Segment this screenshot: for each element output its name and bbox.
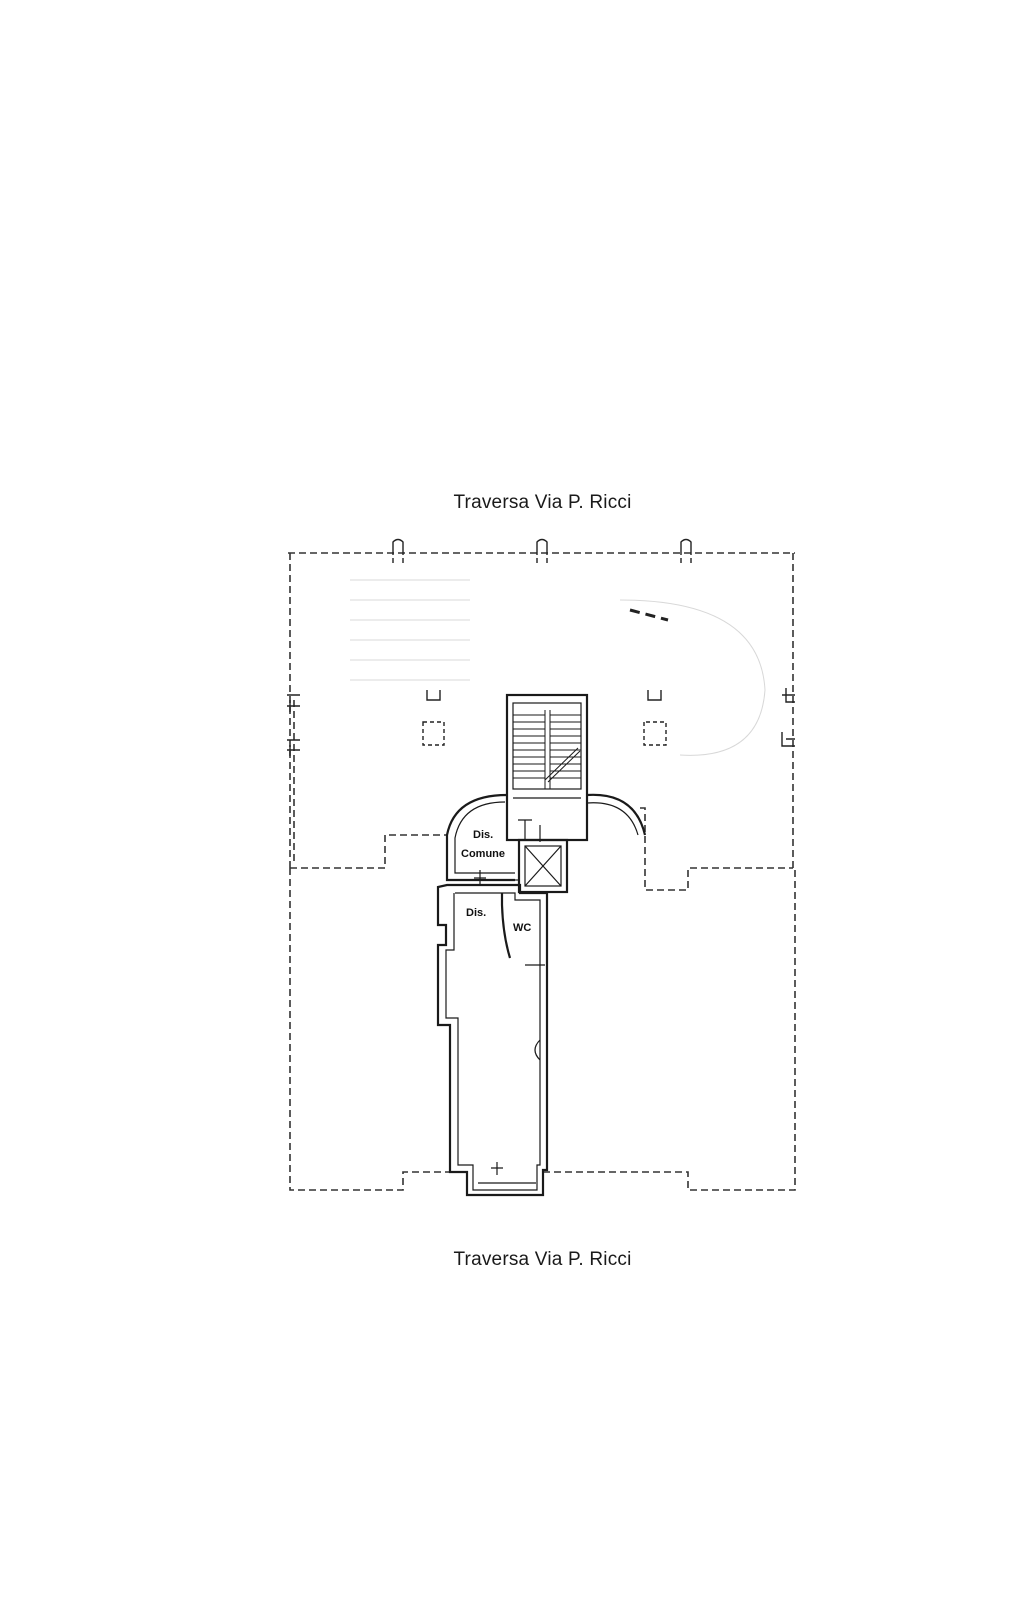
apartment-unit (436, 825, 549, 1197)
column-markers (287, 538, 795, 756)
room-label-dis: Dis. (466, 907, 486, 919)
room-label-comune: Comune (461, 848, 505, 860)
room-label-dis-comune: Dis. (473, 829, 493, 841)
scan-artifacts (350, 579, 766, 756)
stair-tower (505, 693, 589, 842)
elevator-shaft (517, 838, 569, 894)
property-boundary (288, 552, 796, 1191)
street-label-bottom: Traversa Via P. Ricci (453, 1249, 632, 1270)
stair-treads (513, 710, 581, 789)
room-label-wc: WC (513, 922, 531, 934)
common-corridor (445, 793, 647, 882)
street-label-top: Traversa Via P. Ricci (453, 492, 632, 513)
